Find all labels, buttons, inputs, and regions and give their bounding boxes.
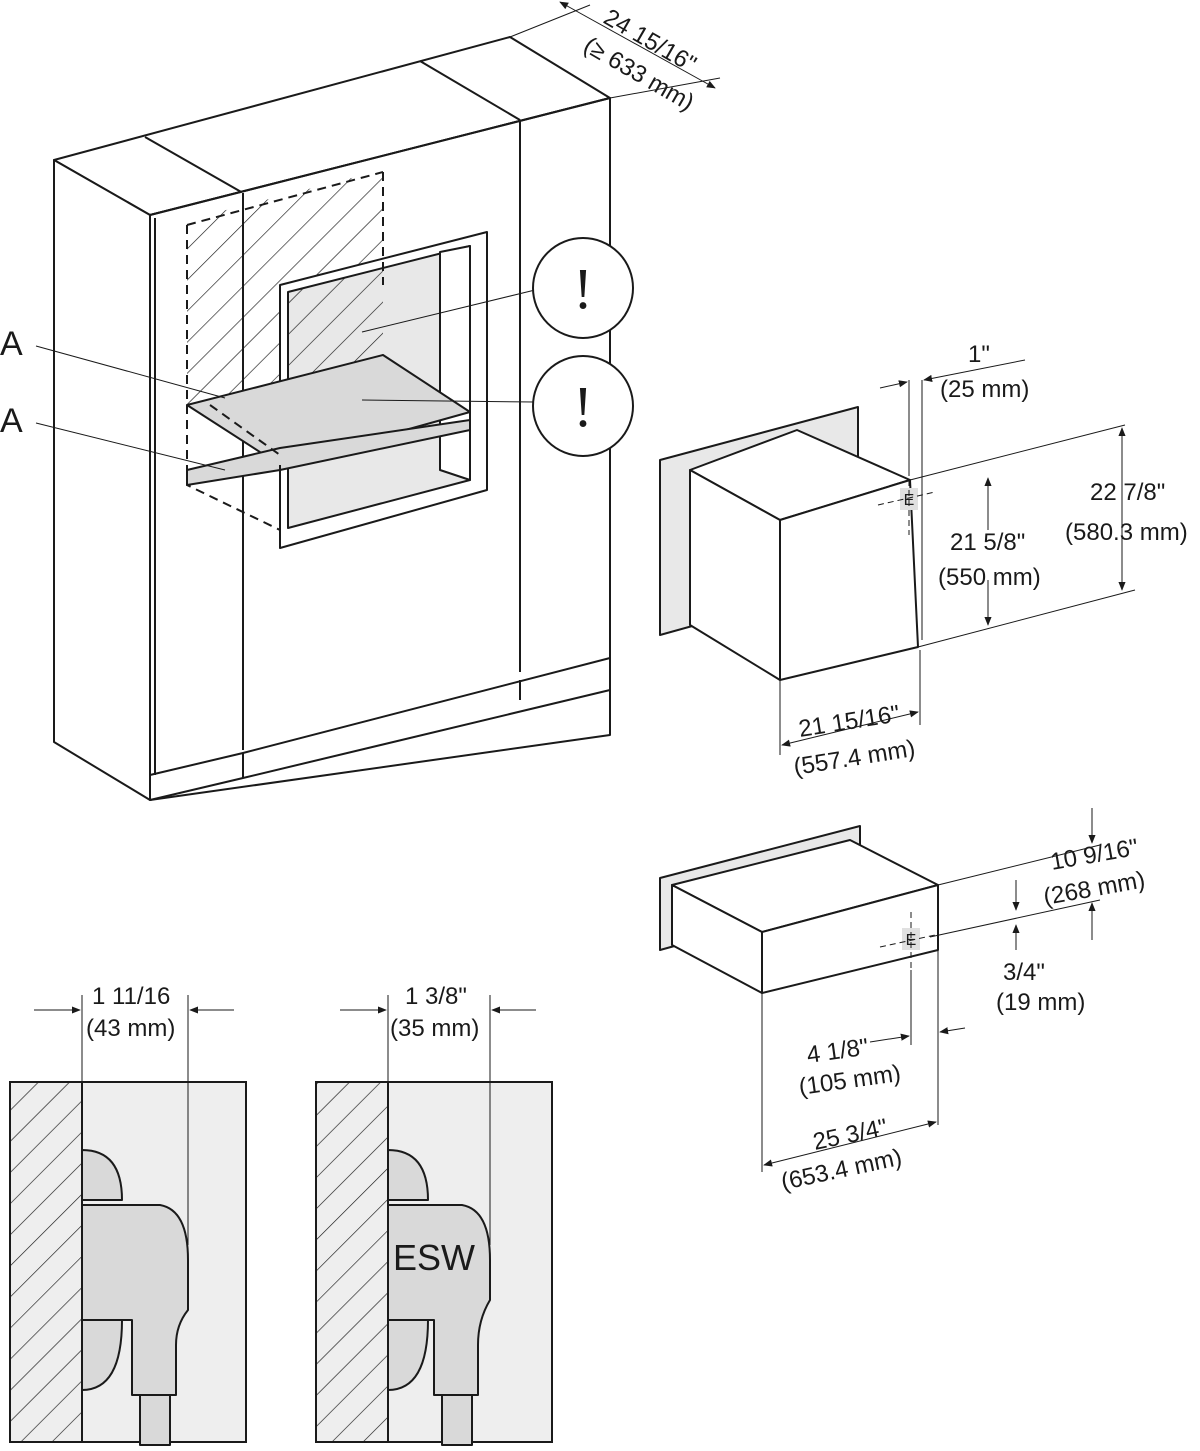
plug-detail-right: ESW 1 3/8" (35 mm) <box>315 983 553 1446</box>
esw-label: ESW <box>393 1237 475 1278</box>
kitchen-cabinet <box>53 36 611 801</box>
plug-cable <box>139 1394 171 1446</box>
warning-mark-lower: ! <box>573 374 592 439</box>
plug-icon <box>81 1204 189 1396</box>
cabinet-side <box>53 159 151 801</box>
warning-circle-lower: ! <box>361 355 634 457</box>
plug-right-in: 1 3/8" <box>405 983 467 1010</box>
drawer-e-depth-in: 4 1/8" <box>805 1034 870 1069</box>
e-marker-upper <box>900 488 918 510</box>
hatch-wall-icon <box>315 1081 389 1443</box>
oven-height-total-mm: (580.3 mm) <box>1065 519 1188 546</box>
plug-right-mm: (35 mm) <box>390 1015 479 1042</box>
hatch-wall-icon <box>9 1081 83 1443</box>
warning-circle-icon <box>532 355 634 457</box>
warning-mark-upper: ! <box>573 256 592 321</box>
drawer-depth-mm: (653.4 mm) <box>779 1144 905 1196</box>
outlet-upper <box>387 1149 429 1201</box>
shelf-upper <box>186 354 471 466</box>
oven-width-in: 21 15/16" <box>797 700 902 743</box>
oven-width-mm: (557.4 mm) <box>792 735 917 781</box>
plug-left-mm: (43 mm) <box>86 1015 175 1042</box>
outlet-upper <box>81 1149 123 1201</box>
warning-circle-upper: ! <box>361 237 634 339</box>
outlet-lower <box>387 1319 429 1391</box>
warning-circle-icon <box>532 237 634 339</box>
plug-detail-left: 1 11/16 (43 mm) <box>9 983 247 1446</box>
oven-unit: E <box>659 406 936 681</box>
oven-height-mm: (550 mm) <box>938 564 1041 591</box>
oven-height-total-in: 22 7/8" <box>1090 479 1165 506</box>
oven-offset-in: 1" <box>968 341 990 368</box>
oven-offset-mm: (25 mm) <box>940 376 1029 403</box>
label-a-lower: A <box>0 402 23 440</box>
outlet-lower <box>81 1319 123 1391</box>
plug-cable <box>441 1394 473 1446</box>
label-a-upper: A <box>0 325 23 363</box>
oven-height-in: 21 5/8" <box>950 529 1025 556</box>
drawer-e-offset-mm: (19 mm) <box>996 989 1085 1016</box>
plug-icon <box>387 1204 491 1396</box>
warming-drawer-unit: E <box>659 825 939 994</box>
label-a-group: A A <box>0 325 226 471</box>
e-marker-lower <box>902 928 920 950</box>
plug-left-in: 1 11/16 <box>92 983 170 1010</box>
drawer-e-offset-in: 3/4" <box>1003 959 1045 986</box>
